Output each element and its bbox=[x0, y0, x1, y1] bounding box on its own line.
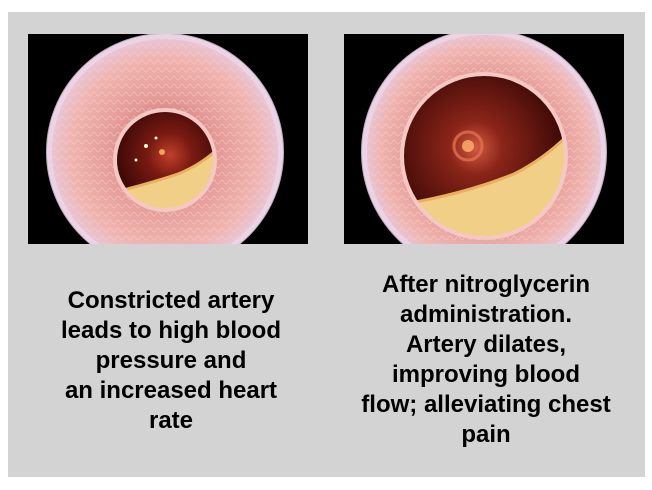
dilated-artery-illustration bbox=[361, 34, 607, 244]
constricted-artery-caption: Constricted artery leads to high blood p… bbox=[61, 287, 281, 434]
constricted-artery-illustration bbox=[46, 34, 284, 244]
plaque-buildup bbox=[404, 134, 566, 238]
dilated-artery-caption: After nitroglycerin administration. Arte… bbox=[361, 271, 611, 448]
constricted-artery-image bbox=[28, 34, 308, 244]
dilated-artery-image bbox=[344, 34, 624, 244]
slide: Constricted artery leads to high blood p… bbox=[8, 12, 645, 477]
